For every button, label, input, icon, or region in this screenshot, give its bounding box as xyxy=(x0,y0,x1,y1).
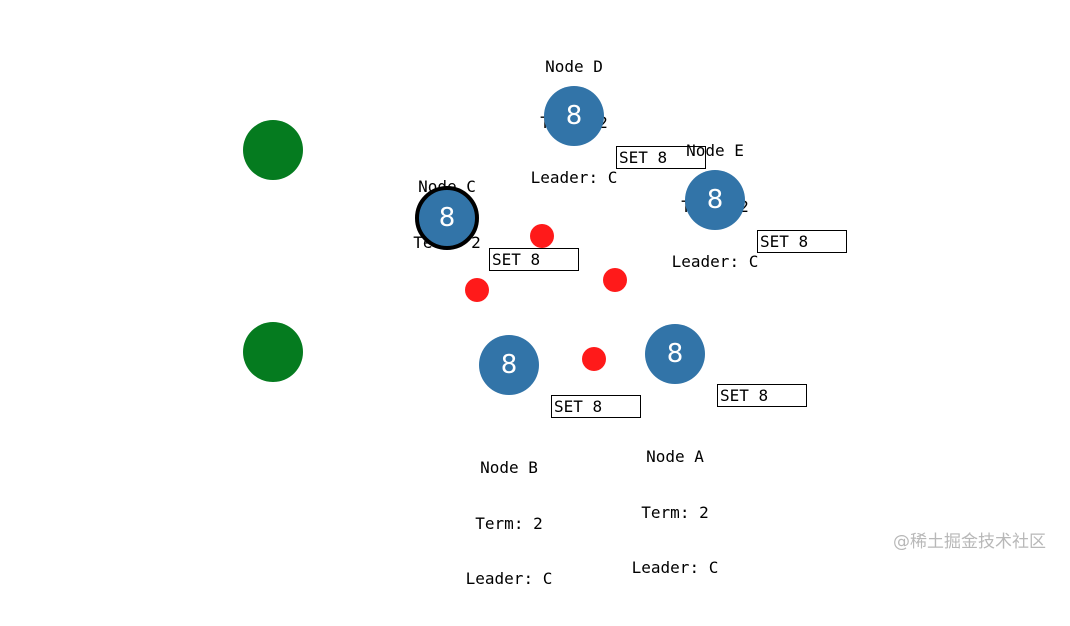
message-dot xyxy=(582,347,606,371)
node-b-circle: 8 xyxy=(479,335,539,395)
node-b-label: Node B Term: 2 Leader: C xyxy=(449,422,569,626)
node-a-circle: 8 xyxy=(645,324,705,384)
node-b-name: Node B xyxy=(480,458,538,477)
node-e-circle: 8 xyxy=(685,170,745,230)
node-e-leader: Leader: C xyxy=(671,252,759,271)
set-box: SET 8 xyxy=(489,248,579,271)
message-dot xyxy=(603,268,627,292)
node-d-leader: Leader: C xyxy=(530,168,618,187)
node-a-label: Node A Term: 2 Leader: C xyxy=(615,411,735,615)
node-d-circle: 8 xyxy=(544,86,604,146)
raft-diagram: Node C Term: 2 8 Node D Term: 2 Leader: … xyxy=(243,57,1046,588)
node-b-term: Term: 2 xyxy=(475,513,543,533)
node-a-name: Node A xyxy=(646,447,704,466)
set-box: SET 8 xyxy=(616,146,706,169)
node-a-term: Term: 2 xyxy=(641,502,709,522)
node-a-leader: Leader: C xyxy=(631,558,719,577)
node-d-name: Node D xyxy=(545,57,603,76)
client-circle xyxy=(243,322,303,382)
set-box: SET 8 xyxy=(757,230,847,253)
set-box: SET 8 xyxy=(717,384,807,407)
watermark: @稀土掘金技术社区 xyxy=(893,532,1046,552)
set-box: SET 8 xyxy=(551,395,641,418)
client-circle xyxy=(243,120,303,180)
node-b-leader: Leader: C xyxy=(465,569,553,588)
message-dot xyxy=(465,278,489,302)
message-dot xyxy=(530,224,554,248)
node-c-circle: 8 xyxy=(415,186,479,250)
